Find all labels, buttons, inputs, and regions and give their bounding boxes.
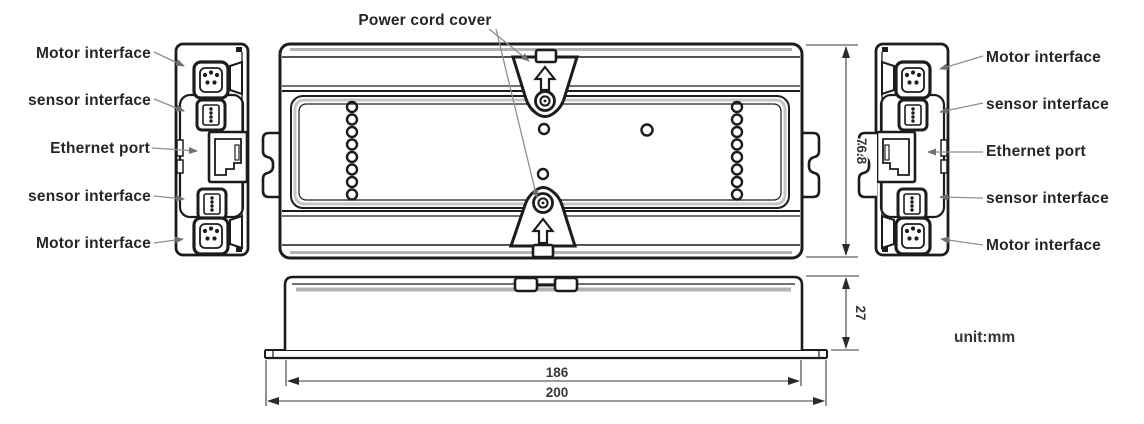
slide-arrow-icon [531, 217, 555, 245]
side-view [264, 275, 828, 360]
port-label-sensor-top: sensor interface [28, 92, 151, 109]
dimension-label-body-width: 186 [546, 365, 569, 380]
port-label-motor-top: Motor interface [36, 45, 151, 62]
dimension-label-cover-height: 27 [853, 305, 868, 320]
dimension-76-8: 76.8 [806, 44, 871, 258]
port-label-sensor-top: sensor interface [986, 96, 1109, 113]
dimension-186: 186 [285, 360, 802, 386]
leader-lines [151, 28, 984, 246]
port-label-motor-bottom: Motor interface [36, 235, 151, 252]
port-label-sensor-bottom: sensor interface [28, 188, 151, 205]
dimension-27: 27 [806, 275, 870, 351]
unit-note: unit:mm [954, 329, 1015, 346]
slide-arrow-icon [533, 65, 557, 92]
dimension-label-height: 76.8 [854, 138, 869, 165]
center-hole-top [537, 122, 551, 136]
port-label-sensor-bottom: sensor interface [986, 190, 1109, 207]
dimension-label-overall-width: 200 [546, 385, 569, 400]
cover-profile [283, 275, 804, 350]
left-end-view [176, 44, 248, 255]
power-cover-bottom-clip [508, 186, 578, 259]
port-label-motor-bottom: Motor interface [986, 237, 1101, 254]
right-port-labels: Motor interface sensor interface Etherne… [986, 49, 1109, 254]
port-label-ethernet: Ethernet port [50, 140, 150, 157]
port-label-ethernet: Ethernet port [986, 143, 1086, 160]
right-end-view [876, 44, 948, 255]
clip-tab [553, 276, 579, 293]
clip-tab [513, 276, 539, 293]
center-hole-bottom [536, 167, 550, 181]
port-label-motor-top: Motor interface [986, 49, 1101, 66]
power-cover-top-clip [510, 48, 580, 118]
dimension-200: 200 [265, 360, 827, 406]
left-port-labels: Motor interface sensor interface Etherne… [28, 45, 151, 252]
top-view [261, 42, 821, 260]
screw-hole [640, 123, 654, 137]
power-cord-cover-label: Power cord cover [358, 12, 491, 29]
